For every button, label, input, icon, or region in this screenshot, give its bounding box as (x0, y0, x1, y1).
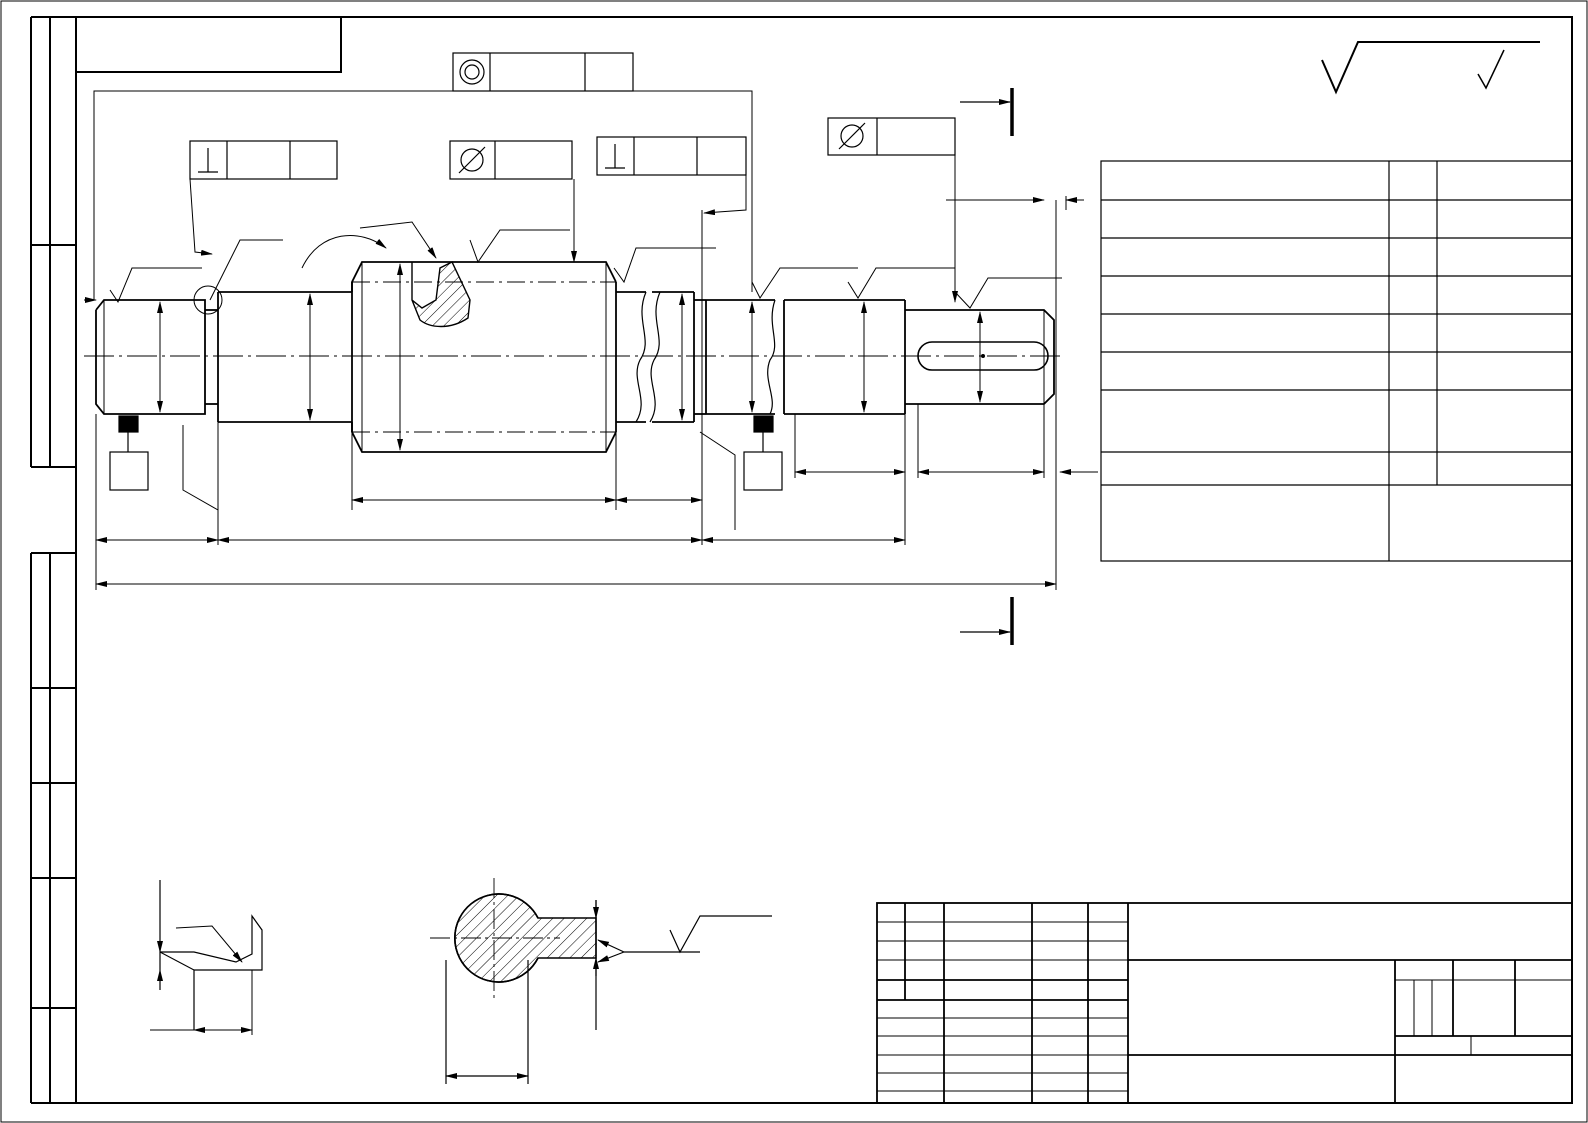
detail-view-groove (150, 880, 263, 1035)
title-block (876, 902, 1573, 1104)
datum-markers (109, 415, 783, 491)
shaft-outline (95, 261, 1055, 453)
gdt-frame-cylindricity-mid (449, 140, 577, 263)
parameter-table (1100, 160, 1573, 562)
worm-tooth-section (411, 261, 471, 328)
gdt-frame-perpendicularity-left (189, 140, 338, 256)
roughness-symbol-general (1321, 41, 1540, 95)
keyway-section-view (430, 878, 772, 1084)
length-dimensions (84, 196, 1098, 590)
gdt-frame-cylindricity-right (827, 117, 958, 303)
gdt-frame-perpendicularity-right (596, 136, 747, 216)
surface-roughness-leaders (109, 221, 1062, 530)
section-cutting-plane (960, 88, 1014, 645)
gdt-frame-concentricity (93, 52, 753, 300)
diameter-dimensions (157, 263, 983, 451)
